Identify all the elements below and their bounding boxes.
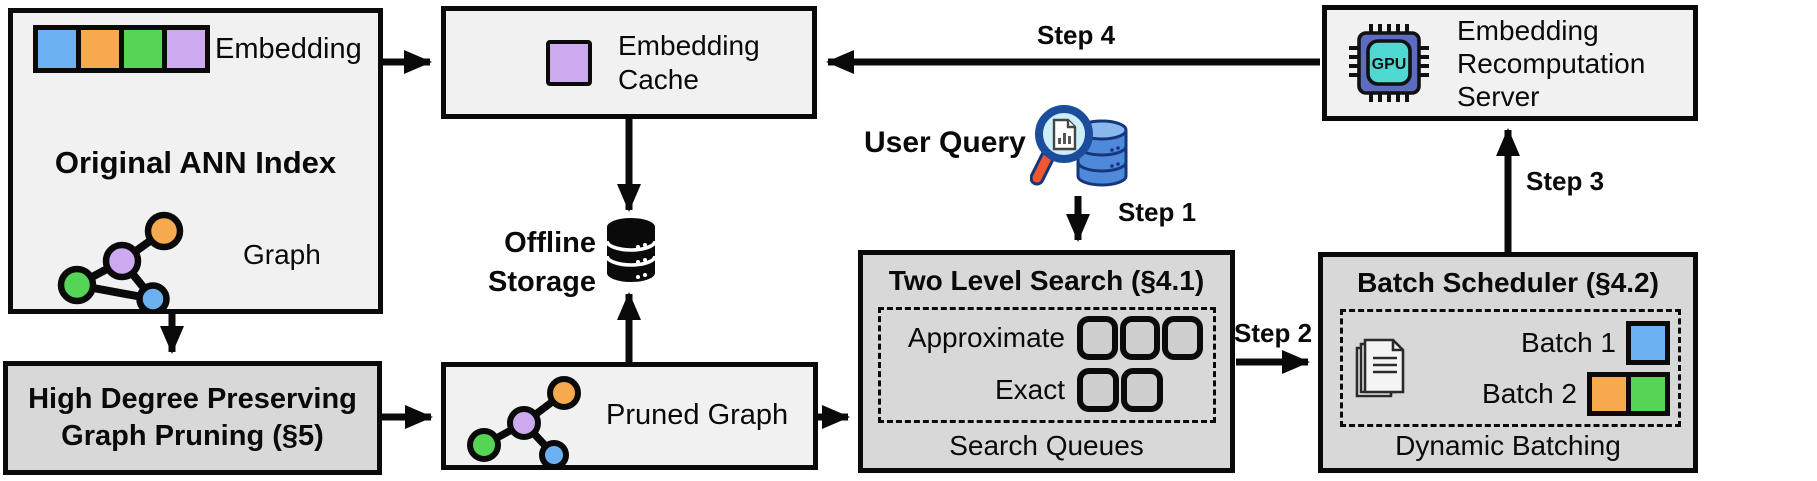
batch2-label: Batch 2 xyxy=(1482,377,1577,409)
queue-slot xyxy=(1119,316,1161,360)
batch-scheduler-box: Batch Scheduler (§4.2) Batch 1 xyxy=(1318,252,1698,473)
magnifier-handle xyxy=(1032,151,1053,183)
graph-label: Graph xyxy=(243,239,321,270)
server-label-line1: Embedding xyxy=(1457,14,1599,46)
embedding-cell-green xyxy=(119,25,167,73)
embedding-cell-orange xyxy=(76,25,124,73)
gpu-chip-icon: GPU xyxy=(1349,24,1429,102)
graph-pruning-label-line1: High Degree Preserving xyxy=(28,383,357,415)
pruned-graph-box: Pruned Graph xyxy=(441,362,818,470)
ann-index-title: Original ANN Index xyxy=(54,145,337,180)
embedding-cache-box: Embedding Cache xyxy=(441,6,817,119)
batch1-row: Batch 1 xyxy=(1429,320,1670,365)
embedding-cell-purple xyxy=(162,25,210,73)
queue-slot xyxy=(1121,368,1163,412)
batch2-row: Batch 2 xyxy=(1429,371,1670,416)
batch2-query-orange xyxy=(1587,371,1631,416)
batch-scheduler-title: Batch Scheduler (§4.2) xyxy=(1357,267,1659,298)
embedding-cache-label-line2: Cache xyxy=(618,63,699,95)
search-queues-label: Search Queues xyxy=(949,430,1144,461)
dynamic-batching-label: Dynamic Batching xyxy=(1395,430,1621,461)
offline-storage-label-line2: Storage xyxy=(488,266,596,298)
step2-label: Step 2 xyxy=(1234,318,1313,348)
gpu-chip-label: GPU xyxy=(1372,56,1407,73)
pruned-graph-label: Pruned Graph xyxy=(606,399,789,431)
queue-slot xyxy=(1162,316,1204,360)
batch1-query-blue xyxy=(1626,320,1670,365)
embedding-cell-blue xyxy=(33,25,81,73)
exact-label: Exact xyxy=(994,374,1065,405)
recomputation-server-box: GPU Embedding Recomputation Server xyxy=(1322,5,1698,121)
search-queues-panel: Approximate Exact xyxy=(878,307,1216,423)
documents-icon xyxy=(1355,338,1405,398)
exact-queue-row: Exact xyxy=(889,364,1205,416)
embedding-cache-label-line1: Embedding xyxy=(618,29,760,61)
server-label-line3: Server xyxy=(1457,80,1540,112)
graph-pruning-box: High Degree Preserving Graph Pruning (§5… xyxy=(3,361,382,475)
database-icon xyxy=(606,218,656,282)
queue-slot xyxy=(1077,368,1119,412)
embedding-label: Embedding xyxy=(215,33,362,65)
batch-rows: Batch 1 Batch 2 xyxy=(1429,320,1670,416)
approximate-queue-row: Approximate xyxy=(889,312,1205,364)
approximate-label: Approximate xyxy=(907,322,1065,353)
offline-storage-label: Offline Storage xyxy=(468,224,596,302)
queue-slot xyxy=(1077,316,1118,360)
pruned-graph-icon xyxy=(467,376,581,467)
step1-label: Step 1 xyxy=(1118,197,1197,227)
recomputation-server-label: Embedding Recomputation Server xyxy=(1457,14,1645,113)
user-query-icon xyxy=(1030,105,1128,187)
batch2-query-green xyxy=(1626,371,1670,416)
batch1-label: Batch 1 xyxy=(1521,326,1616,358)
original-ann-index-box: Embedding Original ANN Index Graph xyxy=(8,8,383,314)
two-level-search-title: Two Level Search (§4.1) xyxy=(888,265,1205,296)
step4-label: Step 4 xyxy=(1037,20,1116,50)
user-query-label: User Query xyxy=(864,126,1026,159)
cached-embedding-icon xyxy=(546,39,592,86)
graph-pruning-label-line2: Graph Pruning (§5) xyxy=(61,420,324,452)
original-graph-icon xyxy=(57,211,184,313)
step3-label: Step 3 xyxy=(1526,166,1605,196)
two-level-search-box: Two Level Search (§4.1) Approximate Exac… xyxy=(858,250,1235,473)
embedding-cache-label: Embedding Cache xyxy=(618,29,760,97)
offline-storage-label-line1: Offline xyxy=(504,227,596,259)
server-label-line2: Recomputation xyxy=(1457,47,1646,79)
dynamic-batching-panel: Batch 1 Batch 2 xyxy=(1340,309,1681,427)
embedding-vector-icon xyxy=(33,25,210,73)
